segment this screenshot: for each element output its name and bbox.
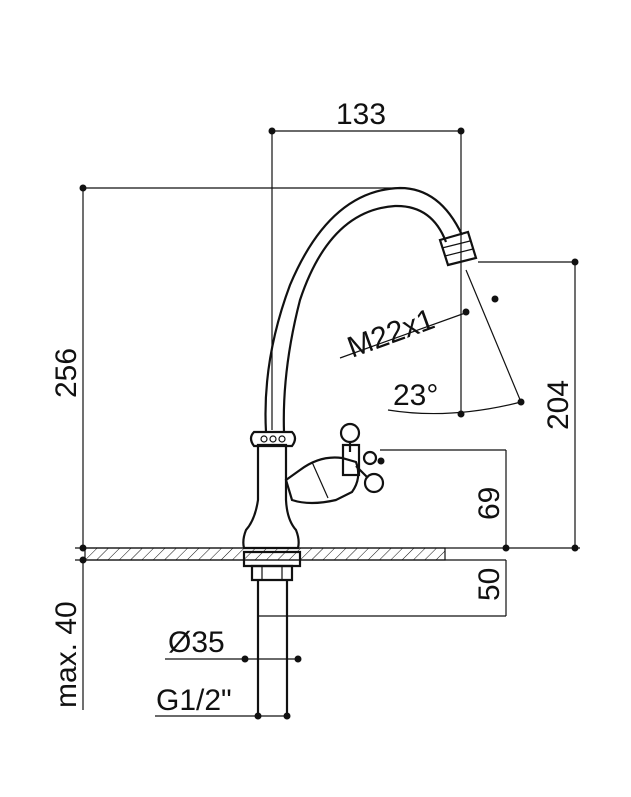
label-spout-reach: 133 xyxy=(336,98,386,131)
faucet-body xyxy=(242,186,478,715)
label-diameter: Ø35 xyxy=(168,626,225,659)
label-handle-height: 69 xyxy=(473,487,506,520)
label-max-thickness: max. 40 xyxy=(50,601,83,708)
label-angle: 23° xyxy=(393,379,438,412)
label-connection: G1/2" xyxy=(156,684,232,717)
label-total-height: 256 xyxy=(50,348,83,398)
label-shank-length: 50 xyxy=(473,568,506,601)
label-outlet-height: 204 xyxy=(542,380,575,430)
dimension-lines xyxy=(75,127,580,720)
countertop xyxy=(84,547,446,561)
label-thread: M22x1 xyxy=(343,303,439,365)
